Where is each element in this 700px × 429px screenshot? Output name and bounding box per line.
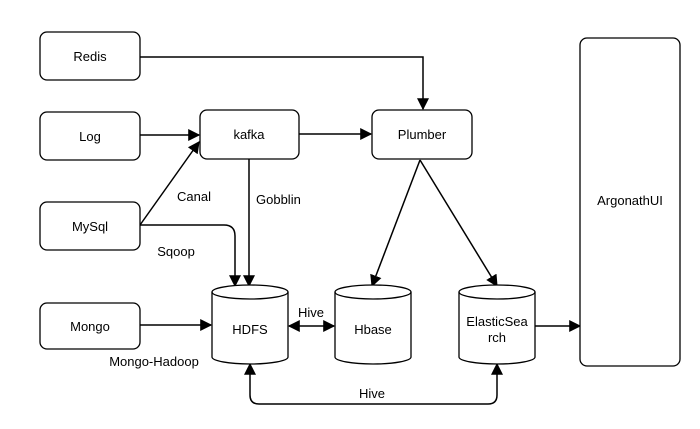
edge-redis-plumber	[140, 56, 429, 111]
edge-label-mongo-hadoop: Mongo-Hadoop	[109, 354, 199, 369]
node-redis[interactable]: Redis	[39, 31, 141, 81]
edge-plumber-hbase	[370, 159, 421, 288]
node-hbase-label: Hbase	[354, 322, 392, 337]
node-kafka-label: kafka	[233, 127, 265, 142]
edge-label-hive-hdfs-es: Hive	[359, 386, 385, 401]
node-elasticsearch-label-line1: ElasticSea	[466, 314, 528, 329]
node-mysql-label: MySql	[72, 219, 108, 234]
node-mongo-label: Mongo	[70, 319, 110, 334]
node-argonathui[interactable]: ArgonathUI	[579, 37, 681, 367]
node-argonathui-label: ArgonathUI	[597, 193, 663, 208]
edge-label-hive-hdfs-hbase: Hive	[298, 305, 324, 320]
node-elasticsearch-label-line2: rch	[488, 330, 506, 345]
node-kafka[interactable]: kafka	[199, 109, 300, 160]
node-hdfs-label: HDFS	[232, 322, 268, 337]
node-plumber-label: Plumber	[398, 127, 447, 142]
node-hdfs[interactable]: HDFS	[211, 284, 289, 365]
edge-mysql-kafka	[139, 141, 200, 226]
node-plumber[interactable]: Plumber	[371, 109, 473, 160]
node-hbase[interactable]: Hbase	[334, 284, 412, 365]
node-mysql[interactable]: MySql	[39, 201, 141, 251]
node-elasticsearch[interactable]: ElasticSea rch	[458, 284, 536, 365]
node-redis-label: Redis	[73, 49, 107, 64]
edge-plumber-elasticsearch	[419, 159, 498, 288]
node-log[interactable]: Log	[39, 111, 141, 161]
edge-label-sqoop: Sqoop	[157, 244, 195, 259]
edge-label-canal: Canal	[177, 189, 211, 204]
edge-hdfs-elasticsearch	[244, 362, 503, 405]
edge-mysql-hdfs	[140, 224, 241, 288]
edge-label-gobblin: Gobblin	[256, 192, 301, 207]
node-mongo[interactable]: Mongo	[39, 302, 141, 350]
node-log-label: Log	[79, 129, 101, 144]
